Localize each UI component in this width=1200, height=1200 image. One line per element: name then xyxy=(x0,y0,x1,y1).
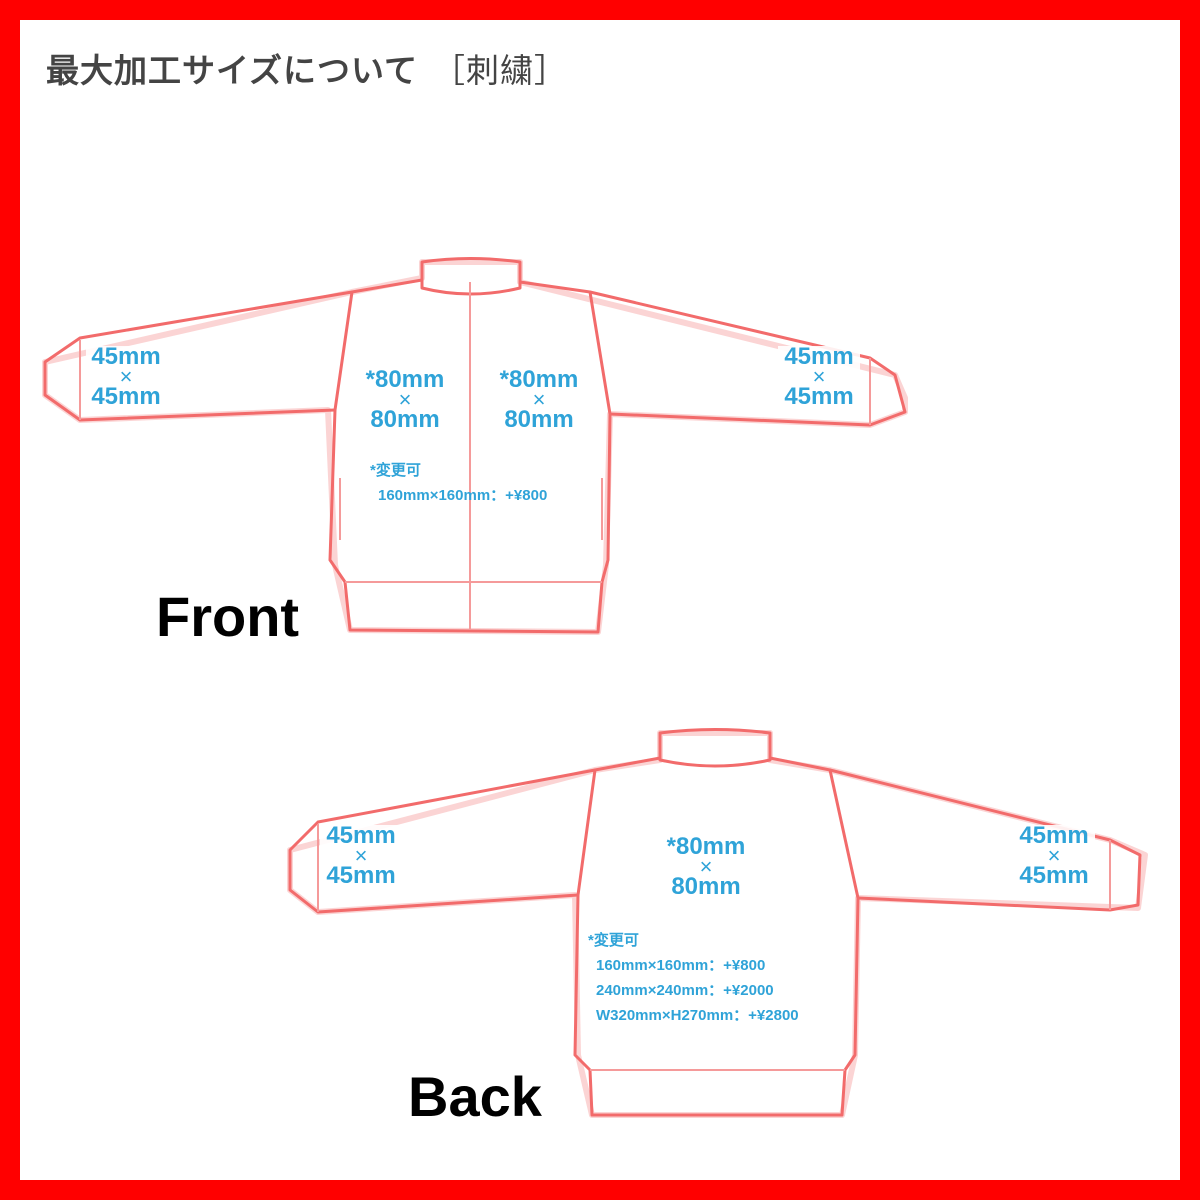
note-heading: *変更可 xyxy=(588,932,639,949)
size-height: 45mm xyxy=(91,383,161,410)
size-height: 45mm xyxy=(326,862,396,889)
front-left-chest-size: *80mm × 80mm xyxy=(358,366,452,433)
size-width: 45mm xyxy=(784,343,854,370)
size-times: × xyxy=(812,364,826,389)
front-left-sleeve xyxy=(43,290,354,422)
front-right-chest-size: *80mm × 80mm xyxy=(492,366,586,433)
front-collar xyxy=(420,257,522,296)
back-collar xyxy=(658,728,772,768)
back-left-sleeve xyxy=(288,768,597,914)
title-subtitle: ［刺繍］ xyxy=(432,51,569,90)
size-height: 80mm xyxy=(370,406,440,433)
back-center-size: *80mm × 80mm xyxy=(659,833,753,900)
size-height: 80mm xyxy=(671,873,741,900)
page-title: 最大加工サイズについて ［刺繍］ xyxy=(46,44,568,92)
back-jacket-outline xyxy=(287,728,1148,1118)
size-times: × xyxy=(699,854,713,879)
back-size-note: *変更可 160mm×160mm：+¥800 240mm×240mm：+¥200… xyxy=(588,928,799,1028)
size-times: × xyxy=(354,843,368,868)
size-width: *80mm xyxy=(365,366,445,393)
front-view-label: Front xyxy=(156,585,300,648)
note-option: 240mm×240mm：+¥2000 xyxy=(596,982,774,999)
front-jacket-outline xyxy=(42,257,908,635)
size-width: *80mm xyxy=(666,833,746,860)
back-view-label: Back xyxy=(408,1065,542,1128)
size-times: × xyxy=(398,387,412,412)
size-width: 45mm xyxy=(91,343,161,370)
note-option: W320mm×H270mm：+¥2800 xyxy=(596,1007,799,1024)
front-size-note: *変更可 160mm×160mm：+¥800 xyxy=(370,458,547,508)
size-width: 45mm xyxy=(1019,822,1089,849)
size-height: 80mm xyxy=(504,406,574,433)
back-left-sleeve-size: 45mm × 45mm xyxy=(320,822,402,889)
front-left-sleeve-size: 45mm × 45mm xyxy=(86,343,166,410)
size-times: × xyxy=(1047,843,1061,868)
size-times: × xyxy=(532,387,546,412)
title-text: 最大加工サイズについて xyxy=(46,51,419,90)
size-height: 45mm xyxy=(784,383,854,410)
back-right-sleeve-size: 45mm × 45mm xyxy=(1013,822,1095,889)
note-heading: *変更可 xyxy=(370,462,421,479)
note-option: 160mm×160mm：+¥800 xyxy=(596,957,766,974)
front-body xyxy=(328,278,612,634)
size-width: *80mm xyxy=(499,366,579,393)
front-right-sleeve-size: 45mm × 45mm xyxy=(778,343,860,410)
note-option: 160mm×160mm：+¥800 xyxy=(378,487,548,504)
size-width: 45mm xyxy=(326,822,396,849)
size-times: × xyxy=(119,364,133,389)
size-height: 45mm xyxy=(1019,862,1089,889)
back-body xyxy=(573,756,860,1117)
